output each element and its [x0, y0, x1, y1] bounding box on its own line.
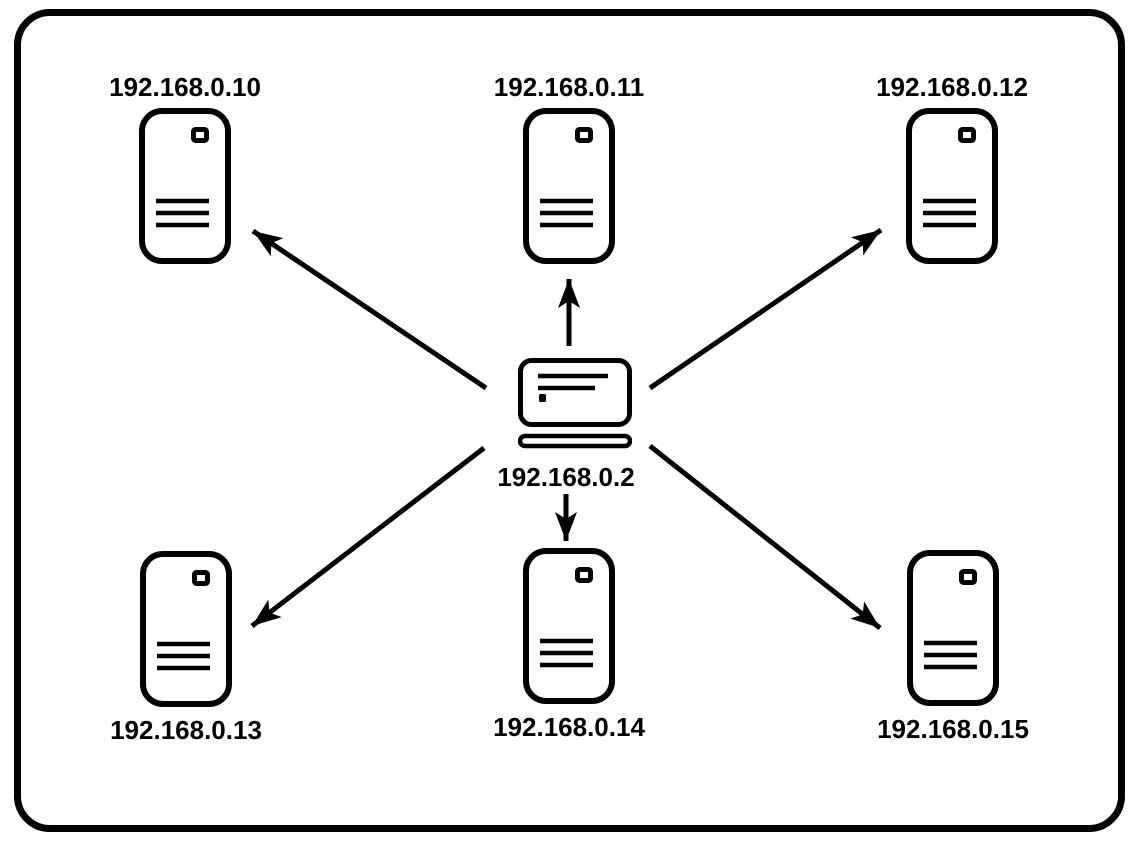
server-ip-label: 192.168.0.12: [876, 72, 1028, 102]
server-icon: [523, 548, 615, 704]
server-node-14: 192.168.0.14: [479, 548, 659, 742]
server-icon: [906, 108, 998, 264]
server-node-13: 192.168.0.13: [96, 551, 276, 745]
server-icon: [907, 550, 999, 706]
server-ip-label: 192.168.0.11: [493, 72, 645, 102]
arrow-client-to-server-13: [250, 446, 486, 628]
server-node-15: 192.168.0.15: [863, 550, 1043, 744]
arrow-client-to-server-10: [251, 228, 488, 391]
client-ip-label: 192.168.0.2: [497, 462, 635, 492]
laptop-icon: [518, 358, 632, 449]
arrow-client-to-server-12: [648, 227, 883, 391]
server-node-11: 192.168.0.11: [479, 72, 659, 264]
server-icon: [523, 108, 615, 264]
server-node-10: 192.168.0.10: [95, 72, 275, 264]
server-node-12: 192.168.0.12: [862, 72, 1042, 264]
server-icon: [139, 108, 231, 264]
arrow-client-to-server-15: [648, 444, 882, 630]
server-ip-label: 192.168.0.10: [109, 72, 261, 102]
server-ip-label: 192.168.0.14: [493, 712, 645, 742]
server-ip-label: 192.168.0.15: [877, 714, 1029, 744]
diagram-border: [14, 9, 1125, 832]
server-icon: [140, 551, 232, 707]
server-ip-label: 192.168.0.13: [110, 715, 262, 745]
client-node: 192.168.0.2: [485, 358, 665, 492]
